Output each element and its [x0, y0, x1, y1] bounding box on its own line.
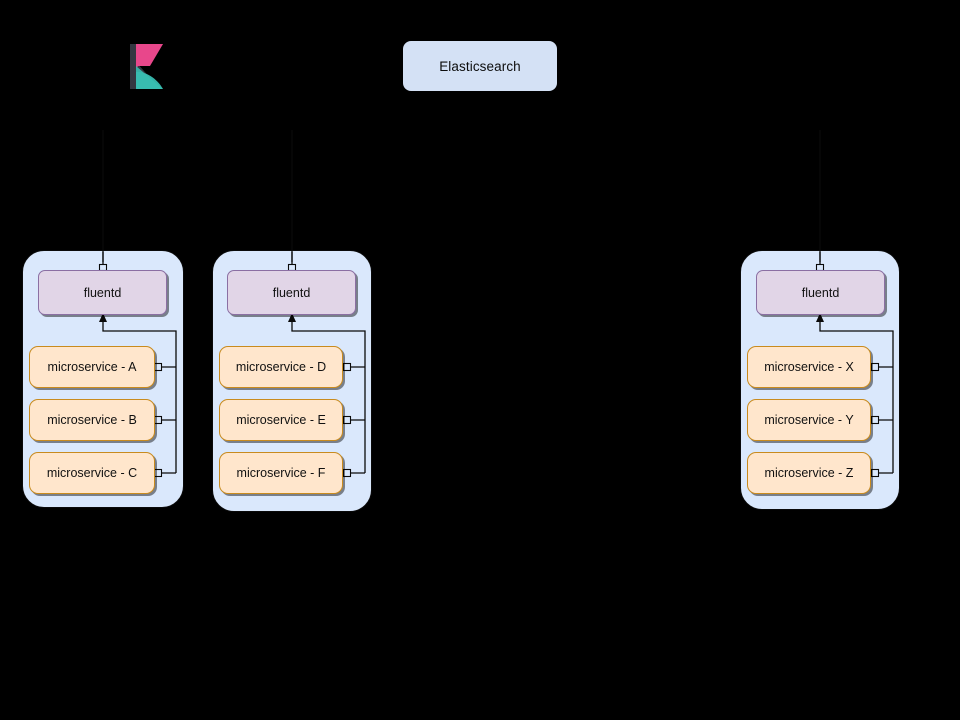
microservice-node-x[interactable]: microservice - X [747, 346, 871, 388]
microservice-node-z[interactable]: microservice - Z [747, 452, 871, 494]
fluentd-node-3[interactable]: fluentd [756, 270, 885, 315]
kibana-logo-pink-top [136, 44, 163, 66]
microservice-node-a[interactable]: microservice - A [29, 346, 155, 388]
microservice-node-y[interactable]: microservice - Y [747, 399, 871, 441]
fluentd-node-2[interactable]: fluentd [227, 270, 356, 315]
kibana-logo [130, 44, 166, 89]
fluentd-node-1[interactable]: fluentd [38, 270, 167, 315]
kibana-logo-bar [130, 44, 136, 89]
kibana-logo-teal-wedge [136, 66, 163, 89]
microservice-node-b[interactable]: microservice - B [29, 399, 155, 441]
microservice-node-d[interactable]: microservice - D [219, 346, 343, 388]
microservice-node-f[interactable]: microservice - F [219, 452, 343, 494]
microservice-node-c[interactable]: microservice - C [29, 452, 155, 494]
elasticsearch-node[interactable]: Elasticsearch [403, 41, 557, 91]
kibana-logo-svg [130, 44, 163, 89]
microservice-node-e[interactable]: microservice - E [219, 399, 343, 441]
